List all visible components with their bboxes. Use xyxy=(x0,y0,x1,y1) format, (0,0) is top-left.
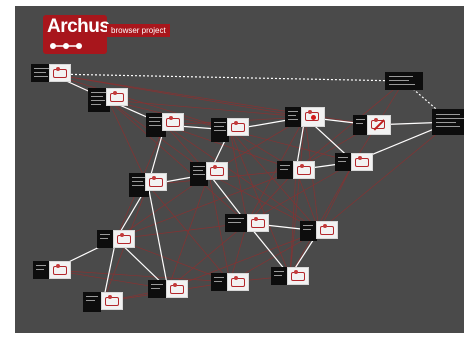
link-red-2 xyxy=(50,73,306,118)
link-dotted-0 xyxy=(50,73,405,82)
link-red-57 xyxy=(295,80,405,171)
link-red-26 xyxy=(318,121,452,232)
node-8[interactable] xyxy=(432,109,464,135)
node-5[interactable] xyxy=(285,107,325,127)
link-red-27 xyxy=(246,161,355,224)
app-title: Archus xyxy=(47,16,110,37)
node-20[interactable] xyxy=(83,292,123,312)
link-red-37 xyxy=(208,173,231,283)
link-red-64 xyxy=(167,230,320,290)
link-red-9 xyxy=(164,124,297,171)
node-16[interactable] xyxy=(33,261,71,279)
link-red-59 xyxy=(229,222,248,283)
node-11[interactable] xyxy=(190,162,228,186)
node-3[interactable] xyxy=(146,113,184,137)
link-red-40 xyxy=(147,184,231,283)
red-slash-icon xyxy=(373,119,385,131)
link-red-20 xyxy=(246,116,306,224)
link-red-15 xyxy=(229,129,248,224)
node-10[interactable] xyxy=(277,161,315,179)
link-white-18 xyxy=(102,238,117,303)
node-9[interactable] xyxy=(335,153,373,171)
red-dot-icon xyxy=(311,115,316,120)
link-red-43 xyxy=(167,222,248,290)
node-18[interactable] xyxy=(211,273,249,291)
node-4[interactable] xyxy=(211,118,249,142)
link-red-36 xyxy=(167,173,210,290)
link-red-66 xyxy=(289,169,297,277)
node-19[interactable] xyxy=(271,267,309,285)
app-tagline: browser project xyxy=(107,24,170,37)
node-15[interactable] xyxy=(97,230,135,248)
link-white-16 xyxy=(147,184,169,290)
link-red-33 xyxy=(115,169,297,240)
diagram-canvas: Archus browser project xyxy=(15,6,464,333)
node-7[interactable] xyxy=(353,115,391,135)
link-red-17 xyxy=(229,129,291,277)
link-red-13 xyxy=(229,129,355,163)
link-red-16 xyxy=(229,129,320,232)
logo-link-icon xyxy=(50,43,82,49)
link-red-61 xyxy=(107,99,210,175)
link-red-6 xyxy=(107,99,149,186)
link-red-7 xyxy=(107,99,248,224)
link-red-28 xyxy=(318,161,355,232)
link-red-51 xyxy=(51,269,231,283)
node-13[interactable] xyxy=(225,214,269,232)
link-red-5 xyxy=(107,99,306,118)
node-6[interactable] xyxy=(385,72,423,90)
link-red-29 xyxy=(289,161,355,277)
link-red-1 xyxy=(50,73,231,131)
node-2[interactable] xyxy=(88,88,128,112)
node-12[interactable] xyxy=(129,173,167,197)
link-red-22 xyxy=(289,116,306,277)
node-14[interactable] xyxy=(300,221,338,241)
node-17[interactable] xyxy=(148,280,188,298)
link-red-32 xyxy=(295,169,320,232)
node-1[interactable] xyxy=(31,64,71,84)
archus-logo: Archus browser project xyxy=(43,15,195,54)
